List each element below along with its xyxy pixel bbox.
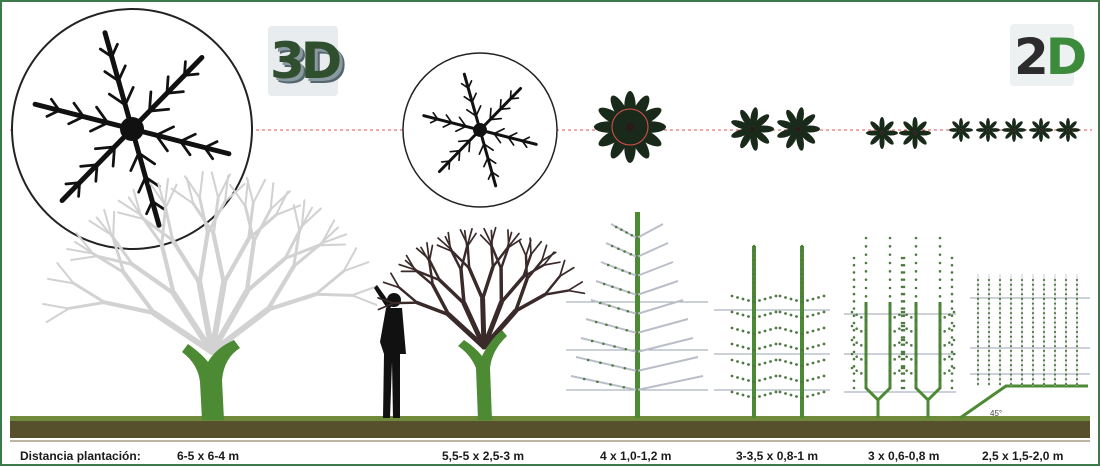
trellis-multi-axis-45 <box>960 274 1090 418</box>
trellis-v-system <box>844 237 956 418</box>
badge-2d-letter: D <box>1046 28 1085 86</box>
angle-label: 45° <box>990 409 1002 418</box>
spacing-label: 5,5-5 x 2,5-3 m <box>442 449 524 463</box>
planting-distance-title: Distancia plantación: <box>20 449 141 463</box>
top-view-rosettes <box>594 91 1080 163</box>
badge-2d-digit: 2 <box>1014 28 1046 86</box>
planting-distance-row: Distancia plantación: 6-5 x 6-4 m 5,5-5 … <box>2 445 1100 467</box>
trellis-central-leader <box>566 212 708 418</box>
badge-2d: 2D <box>1010 24 1074 86</box>
spacing-label: 3 x 0,6-0,8 m <box>868 449 939 463</box>
side-view-medium-vase <box>378 228 584 420</box>
spacing-label: 6-5 x 6-4 m <box>177 449 239 463</box>
badge-3d: 3D <box>268 26 338 96</box>
trellis-two-axis <box>714 245 830 418</box>
ground-strip <box>10 416 1090 441</box>
spacing-label: 2,5 x 1,5-2,0 m <box>982 449 1063 463</box>
spacing-label: 4 x 1,0-1,2 m <box>600 449 671 463</box>
top-view-medium-tree <box>403 53 557 207</box>
spacing-label: 3-3,5 x 0,8-1 m <box>736 449 818 463</box>
